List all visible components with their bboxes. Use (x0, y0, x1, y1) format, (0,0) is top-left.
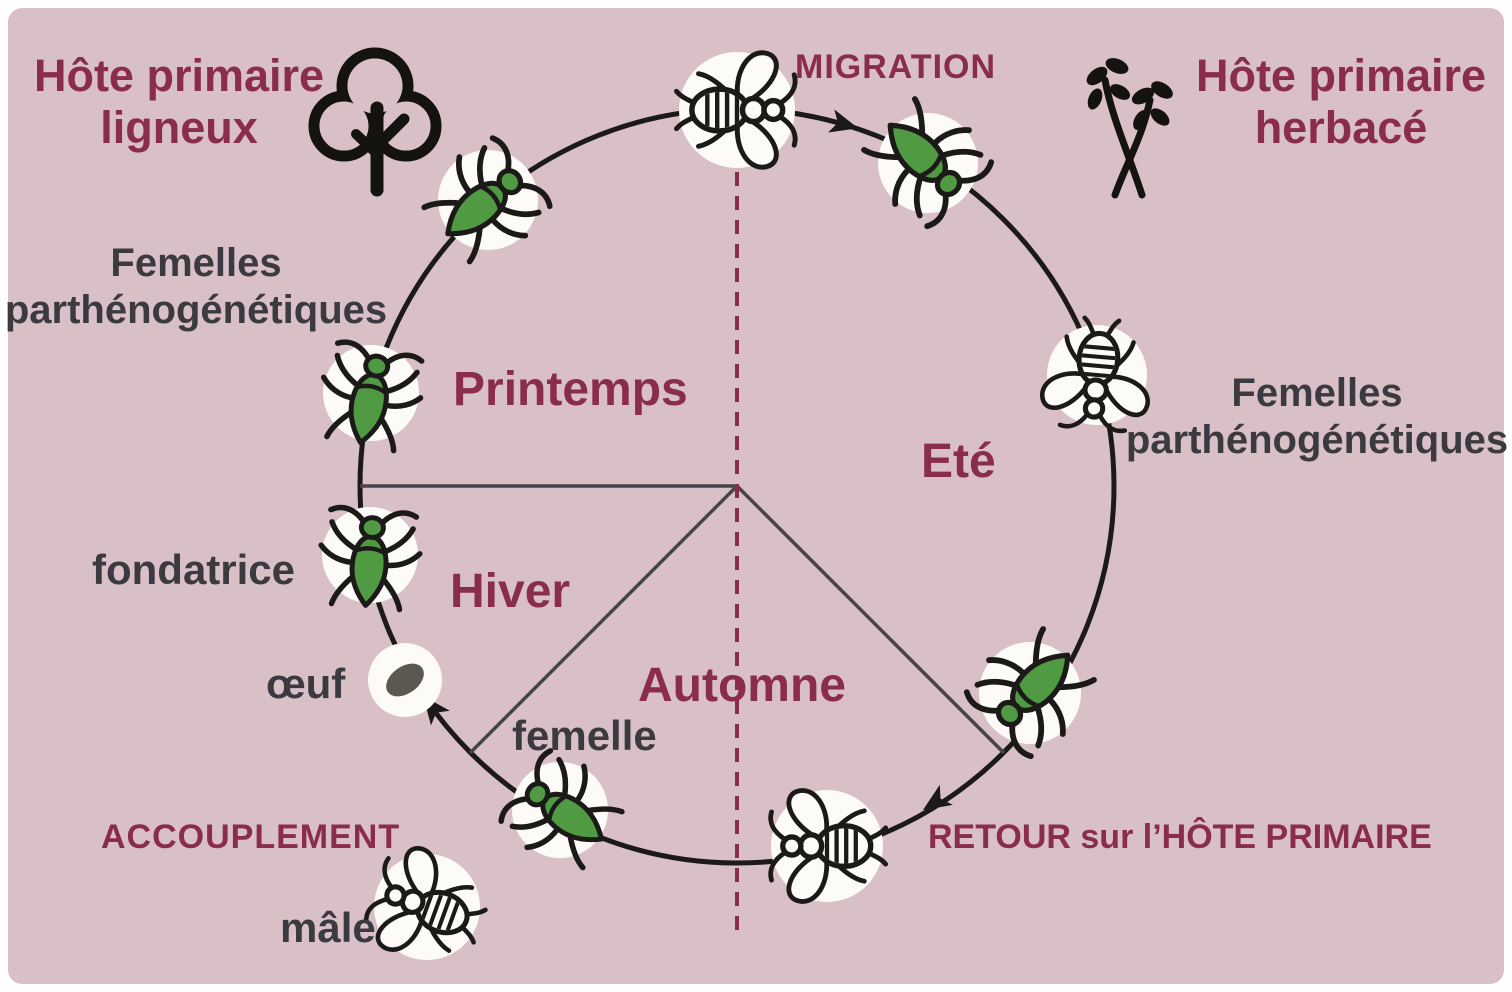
chip-green-aphid-femelle (512, 762, 608, 858)
host-ligneux-label: Hôte primaire ligneux (18, 50, 340, 154)
femelles-left-line1: Femelles (110, 241, 282, 285)
host-herbace-line1: Hôte primaire (1195, 50, 1487, 101)
chip-winged-aphid-male (374, 854, 480, 960)
fondatrice-label: fondatrice (92, 546, 296, 593)
chip-winged-aphid-bottom (771, 790, 883, 902)
host-herbace-label: Hôte primaire herbacé (1180, 50, 1502, 154)
host-herbace-line2: herbacé (1254, 102, 1428, 154)
femelle-label: femelle (512, 712, 657, 759)
season-divider-lines (360, 484, 1006, 755)
season-automne-label: Automne (638, 659, 846, 712)
season-hiver-label: Hiver (450, 565, 571, 618)
chip-egg (368, 643, 442, 717)
green-aphid-icon (306, 328, 436, 458)
femelles-right-line1: Femelles (1231, 371, 1403, 415)
host-ligneux-line1: Hôte primaire (33, 50, 325, 101)
winged-aphid-icon (763, 782, 891, 910)
femelles-parthenogenetiques-left-label: Femelles parthénogénétiques (0, 240, 392, 334)
migration-label: MIGRATION (795, 48, 997, 86)
arrow-migration (828, 109, 859, 133)
accouplement-label: ACCOUPLEMENT (101, 818, 401, 856)
host-ligneux-line2: ligneux (100, 102, 258, 154)
arrow-retour (922, 784, 953, 811)
femelles-right-line2: parthénogénétiques (1125, 418, 1509, 463)
male-label: mâle (280, 904, 376, 951)
tree-icon (308, 47, 442, 197)
winged-aphid-icon (671, 44, 803, 176)
retour-label: RETOUR sur l’HÔTE PRIMAIRE (928, 818, 1432, 856)
season-ete-label: Eté (921, 435, 996, 488)
chip-winged-aphid-top (679, 52, 795, 168)
season-printemps-label: Printemps (453, 363, 688, 416)
chip-winged-aphid-right (1047, 325, 1147, 425)
herb-icon (1086, 58, 1173, 199)
chip-green-aphid-bottomright (979, 642, 1081, 744)
femelles-left-line2: parthénogénétiques (4, 288, 388, 333)
pink-background (8, 8, 1504, 984)
green-aphid-icon (310, 495, 429, 614)
egg-icon (386, 663, 424, 697)
chip-green-aphid-topright (878, 113, 978, 213)
chip-green-aphid-leftmid (323, 345, 419, 441)
oeuf-label: œuf (266, 660, 346, 707)
chip-green-aphid-topleft (438, 150, 538, 250)
chip-green-aphid-fondatrice (322, 507, 418, 603)
femelles-parthenogenetiques-right-label: Femelles parthénogénétiques (1122, 370, 1512, 464)
